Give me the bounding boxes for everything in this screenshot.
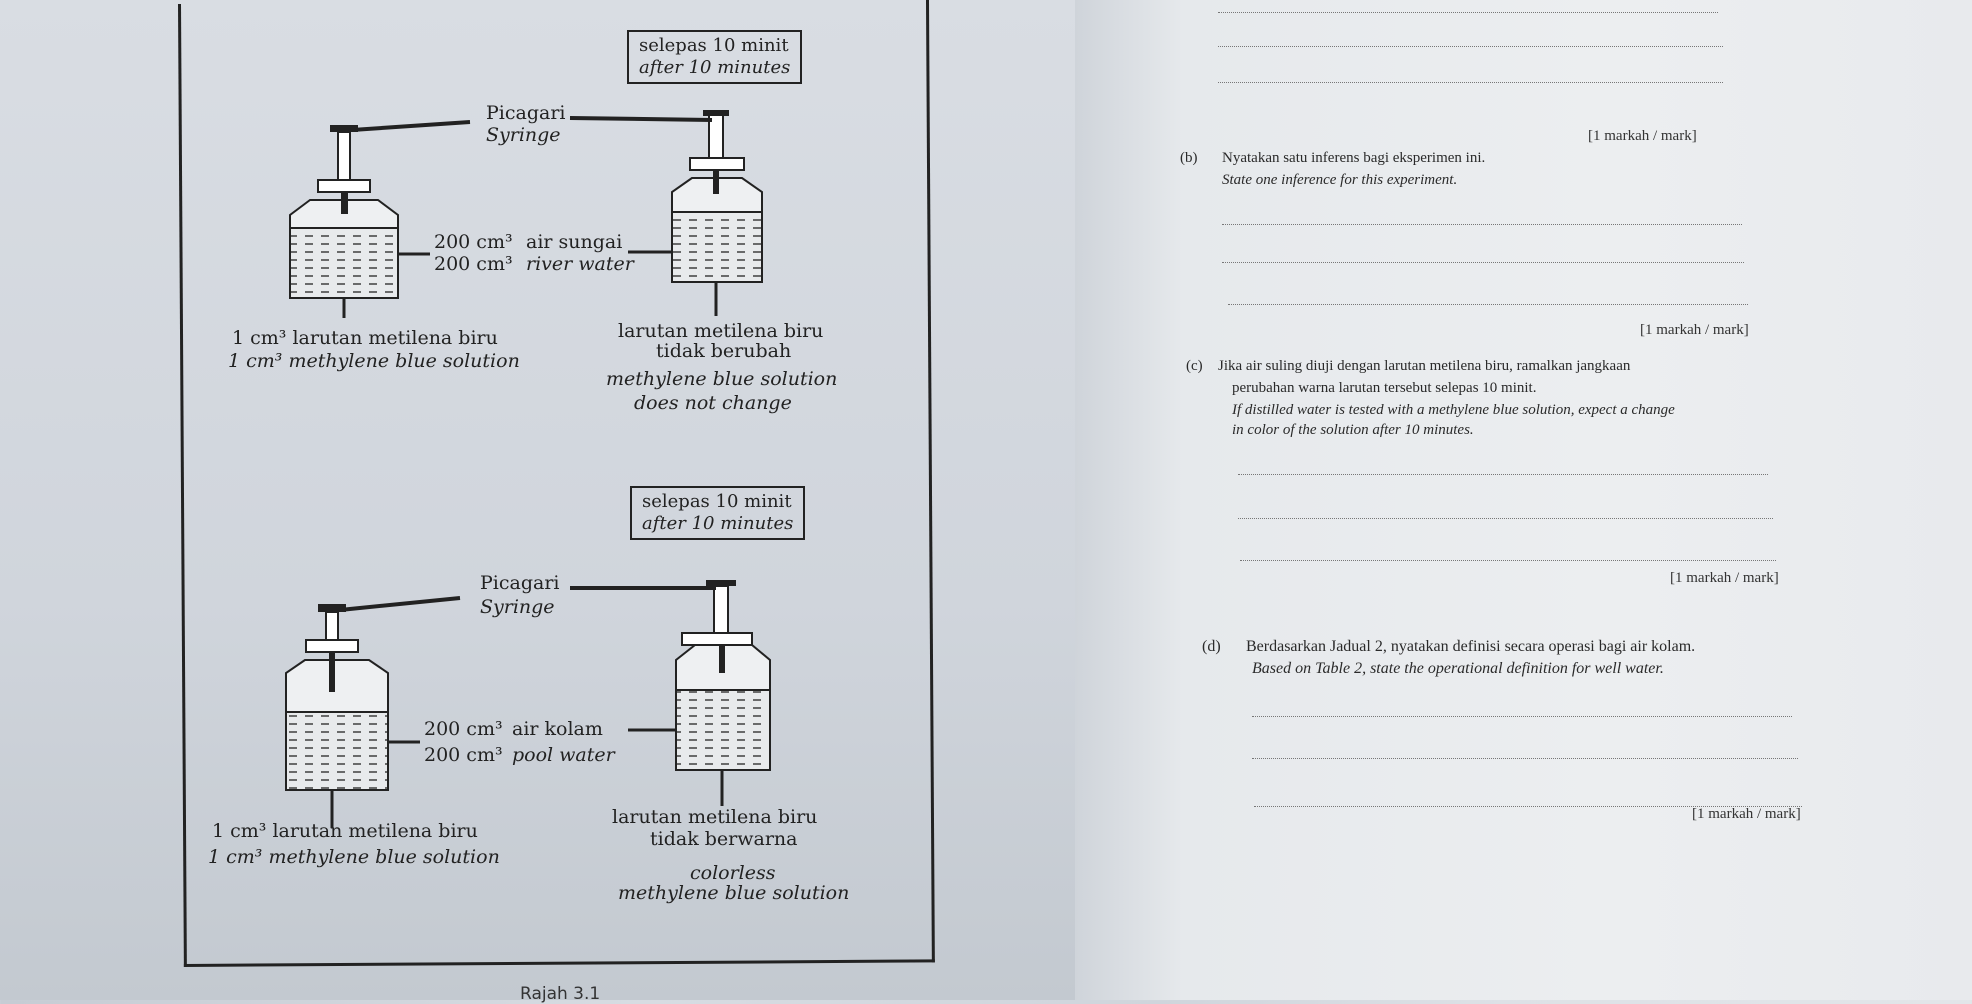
syringe-label-bottom-en: Syringe [480, 596, 555, 618]
syringe-label-top-en: Syringe [486, 124, 561, 146]
dye-top-en: 1 cm³ methylene blue solution [228, 350, 520, 372]
answer-line-d1 [1252, 716, 1792, 717]
left-page [0, 0, 1080, 1000]
water-name-top-ms: air sungai [526, 231, 623, 253]
question-b-label: (b) [1180, 150, 1198, 166]
mark-d: [1 markah / mark] [1692, 806, 1801, 822]
answer-line-a1 [1218, 12, 1718, 13]
question-b-ms: Nyatakan satu inferens bagi eksperimen i… [1222, 150, 1486, 166]
question-c-en2: in color of the solution after 10 minute… [1232, 422, 1474, 438]
result-top-ms1: larutan metilena biru [618, 320, 824, 342]
top-left-bottle [289, 120, 471, 318]
answer-line-b2 [1222, 262, 1744, 263]
figure-caption: Rajah 3.1 [520, 984, 601, 1004]
result-top-en1: methylene blue solution [606, 368, 838, 390]
mark-c: [1 markah / mark] [1670, 570, 1779, 586]
dye-bottom-en: 1 cm³ methylene blue solution [208, 846, 500, 868]
answer-line-a2 [1218, 46, 1723, 47]
answer-line-d2 [1252, 758, 1798, 759]
time-box-bottom-en: after 10 minutes [642, 513, 794, 534]
answer-line-d3 [1254, 806, 1802, 807]
water-name-bottom-en: pool water [512, 744, 615, 766]
time-box-bottom: selepas 10 minit after 10 minutes [630, 486, 806, 540]
syringe-label-top-ms: Picagari [486, 102, 566, 124]
question-c-en1: If distilled water is tested with a meth… [1232, 402, 1675, 418]
question-c-ms1: Jika air suling diuji dengan larutan met… [1218, 358, 1631, 374]
dye-bottom-ms: 1 cm³ larutan metilena biru [212, 820, 478, 842]
result-bottom-ms1: larutan metilena biru [612, 806, 818, 828]
answer-line-c1 [1238, 474, 1768, 475]
answer-line-b3 [1228, 304, 1748, 305]
bottom-right-bottle [570, 580, 771, 806]
result-bottom-en1: colorless [690, 862, 776, 884]
answer-line-c3 [1240, 560, 1776, 561]
answer-line-a3 [1218, 82, 1723, 83]
result-bottom-ms2: tidak berwarna [650, 828, 798, 850]
water-name-bottom-ms: air kolam [512, 718, 603, 740]
bottom-left-bottle [285, 596, 461, 828]
answer-line-c2 [1238, 518, 1773, 519]
question-b-en: State one inference for this experiment. [1222, 172, 1458, 188]
time-box-top: selepas 10 minit after 10 minutes [627, 30, 803, 84]
time-box-bottom-ms: selepas 10 minit [642, 491, 792, 512]
result-top-ms2: tidak berubah [656, 340, 792, 362]
question-d-en: Based on Table 2, state the operational … [1252, 660, 1664, 677]
mark-b: [1 markah / mark] [1640, 322, 1749, 338]
water-vol-top-en: 200 cm³ [434, 253, 513, 275]
question-c-ms2: perubahan warna larutan tersebut selepas… [1232, 380, 1537, 396]
water-name-top-en: river water [526, 253, 634, 275]
water-vol-top-ms: 200 cm³ [434, 231, 513, 253]
question-d-ms: Berdasarkan Jadual 2, nyatakan definisi … [1246, 638, 1696, 655]
apparatus-diagram [285, 110, 771, 828]
question-d-label: (d) [1202, 638, 1221, 655]
water-vol-bottom-en: 200 cm³ [424, 744, 503, 766]
time-box-top-ms: selepas 10 minit [639, 35, 789, 56]
dye-top-ms: 1 cm³ larutan metilena biru [232, 327, 498, 349]
result-bottom-en2: methylene blue solution [618, 882, 850, 904]
time-box-top-en: after 10 minutes [639, 57, 791, 78]
top-right-bottle [569, 110, 763, 316]
question-c-label: (c) [1186, 358, 1203, 374]
result-top-en2: does not change [634, 392, 792, 414]
answer-line-b1 [1222, 224, 1742, 225]
mark-a: [1 markah / mark] [1588, 128, 1697, 144]
syringe-label-bottom-ms: Picagari [480, 572, 560, 594]
water-vol-bottom-ms: 200 cm³ [424, 718, 503, 740]
right-page [1075, 0, 1972, 1000]
